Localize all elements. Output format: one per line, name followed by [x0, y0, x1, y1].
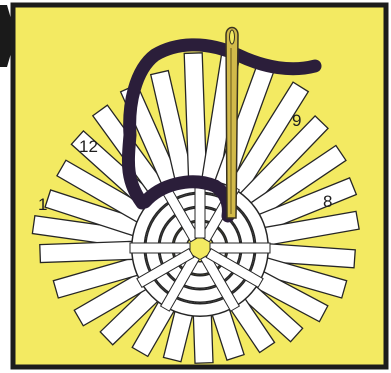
label-8: 8 — [323, 192, 332, 211]
label-1: 1 — [38, 195, 47, 214]
woven-cross-3 — [210, 243, 270, 253]
needle-icon — [226, 28, 238, 219]
label-12: 12 — [79, 137, 98, 156]
label-9: 9 — [292, 111, 301, 130]
woven-cross-6 — [130, 243, 190, 253]
